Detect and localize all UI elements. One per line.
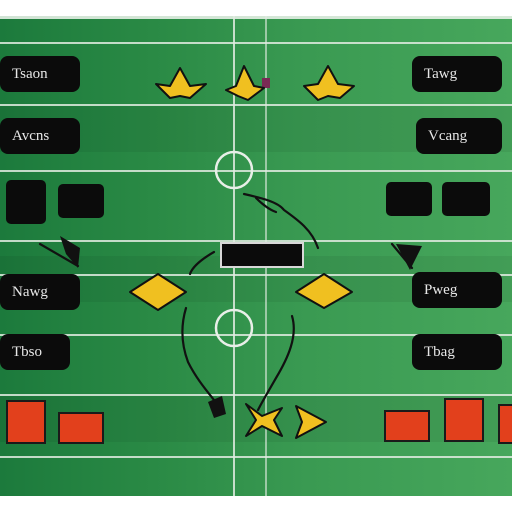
token-diamond-icon[interactable] xyxy=(295,273,353,309)
left-player-label-3[interactable]: Nawg xyxy=(0,274,80,310)
yard-line xyxy=(0,170,512,172)
token-arrow-icon[interactable] xyxy=(155,67,207,99)
token-arrow-icon[interactable] xyxy=(225,65,265,101)
right-black-tile-2[interactable] xyxy=(442,182,490,216)
field-top-border xyxy=(0,16,512,19)
arrow-right-icon xyxy=(396,244,422,270)
yard-line xyxy=(0,394,512,396)
left-player-label-1[interactable]: Tsaon xyxy=(0,56,80,92)
center-circle-top xyxy=(214,150,254,190)
play-diagram xyxy=(38,65,422,439)
right-red-tile-1[interactable] xyxy=(384,410,430,442)
yard-line xyxy=(0,334,512,336)
yard-line xyxy=(0,104,512,106)
yard-line xyxy=(0,274,512,276)
token-arrow-icon[interactable] xyxy=(245,403,283,437)
center-circle-bottom xyxy=(214,308,254,348)
right-player-label-4[interactable]: Tbag xyxy=(412,334,502,370)
left-red-tile-2[interactable] xyxy=(58,412,104,444)
arrow-left-icon xyxy=(60,236,80,268)
left-player-label-2[interactable]: Avcns xyxy=(0,118,80,154)
left-black-tile-1[interactable] xyxy=(6,180,46,224)
right-player-label-2[interactable]: Vcang xyxy=(416,118,502,154)
token-arrow-icon[interactable] xyxy=(295,405,327,439)
right-black-tile-1[interactable] xyxy=(386,182,432,216)
yard-line xyxy=(0,240,512,242)
yard-line xyxy=(0,456,512,458)
yard-line xyxy=(0,42,512,44)
left-black-tile-2[interactable] xyxy=(58,184,104,218)
yellow-tokens xyxy=(129,65,355,439)
right-player-label-1[interactable]: Tawg xyxy=(412,56,502,92)
arrow-bottom-icon xyxy=(208,396,226,418)
play-field[interactable]: Tsaon Avcns Nawg Tbso Tawg Vcang Pweg Tb… xyxy=(0,16,512,496)
left-player-label-4[interactable]: Tbso xyxy=(0,334,70,370)
left-red-tile-1[interactable] xyxy=(6,400,46,444)
center-scrimmage-bar[interactable] xyxy=(220,242,304,268)
token-arrow-icon[interactable] xyxy=(303,65,355,101)
route-lines xyxy=(38,192,414,412)
right-player-label-3[interactable]: Pweg xyxy=(412,272,502,308)
right-red-tile-3[interactable] xyxy=(498,404,512,444)
token-diamond-icon[interactable] xyxy=(129,273,187,311)
route-arrowheads xyxy=(60,78,422,418)
marker-chip xyxy=(262,78,270,88)
right-red-tile-2[interactable] xyxy=(444,398,484,442)
